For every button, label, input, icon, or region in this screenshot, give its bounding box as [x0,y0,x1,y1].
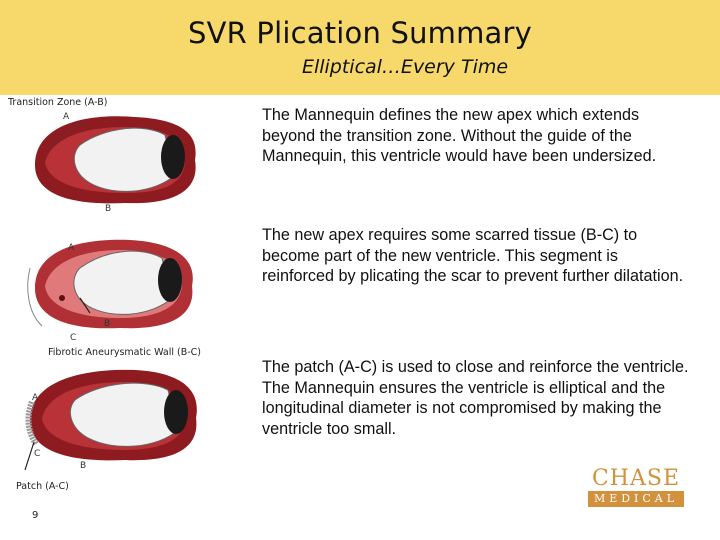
point-b-label-2: B [104,319,110,329]
point-b-label-3: B [80,461,86,471]
figure-2-caption: Fibrotic Aneurysmatic Wall (B-C) [48,347,202,358]
figure-2-heart-diagram: A B C [27,239,193,343]
slide-title: SVR Plication Summary [187,16,533,50]
paragraph-mannequin-apex: The Mannequin defines the new apex which… [262,106,657,165]
point-c-label-3: C [34,449,40,459]
title-banner [0,0,720,95]
logo-top-text: CHASE [591,466,681,491]
figure-1-heart-diagram: A B [35,112,196,214]
point-a-label-3: A [32,393,39,403]
paragraph-scarred-tissue: The new apex requires some scarred tissu… [262,226,684,285]
figure-3-heart-diagram: A B C [24,369,197,471]
point-b-label: B [105,204,111,214]
point-c-label-2: C [70,333,76,343]
paragraph-patch: The patch (A-C) is used to close and rei… [262,358,689,438]
slide-subtitle: Elliptical…Every Time [301,56,509,78]
point-a-label: A [63,112,70,122]
page-number: 9 [32,510,39,521]
figure-3-caption: Patch (A-C) [16,481,69,492]
point-a-label-2: A [68,243,75,253]
figure-1-caption: Transition Zone (A-B) [8,97,108,108]
logo-bottom-text: MEDICAL [588,491,684,507]
chase-medical-logo: CHASE MEDICAL [588,467,684,507]
